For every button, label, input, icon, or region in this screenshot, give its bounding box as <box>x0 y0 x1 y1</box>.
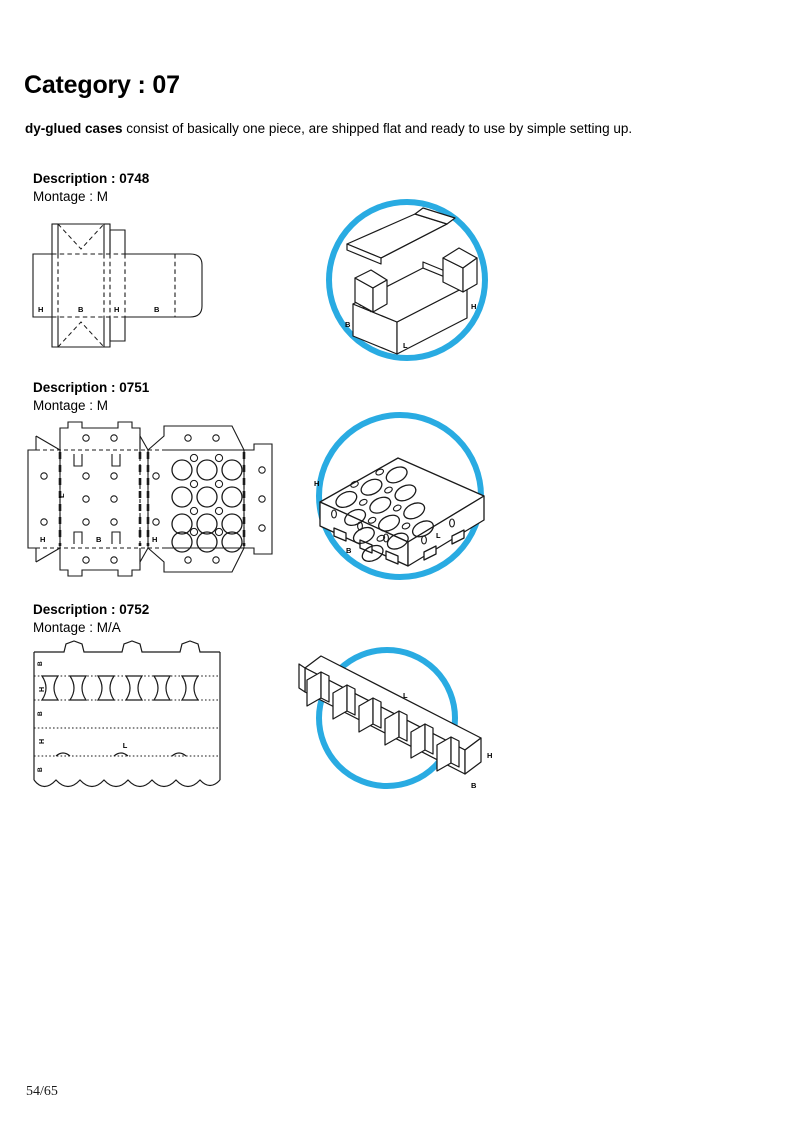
dimension-label-B: B <box>96 535 102 544</box>
tray-with-hinged-lid-dieline: H B H B <box>30 212 220 357</box>
description-label: Description : 0748 <box>33 171 150 186</box>
dimension-label-H-1: H <box>40 535 45 544</box>
dimension-label-B-1: B <box>37 661 44 666</box>
dimension-label-B: B <box>471 781 477 790</box>
dimension-label-H-2: H <box>114 305 119 314</box>
montage-label: Montage : M <box>33 189 109 205</box>
intro-bold-term: dy-glued cases <box>25 121 123 136</box>
description-label: Description : 0752 <box>33 602 150 617</box>
dimension-label-L: L <box>436 531 441 540</box>
dimension-label-H-2: H <box>39 739 46 744</box>
dimension-label-B-1: B <box>78 305 84 314</box>
section-0751-heading: Description : 0751 Montage : M <box>33 379 149 415</box>
dimension-label-L: L <box>57 493 66 498</box>
intro-rest-text: consist of basically one piece, are ship… <box>122 121 633 136</box>
open-box-with-lid-illustration: B L H <box>325 196 500 366</box>
dimension-label-H: H <box>487 751 492 760</box>
dimension-label-B: B <box>345 320 351 329</box>
section-0748-heading: Description : 0748 Montage : M <box>33 170 149 206</box>
montage-label: Montage : M <box>33 398 109 414</box>
dimension-label-H: H <box>471 302 476 311</box>
dimension-label-H-2: H <box>152 535 157 544</box>
intro-paragraph: dy-glued cases consist of basically one … <box>25 121 632 138</box>
accent-circle <box>326 199 488 361</box>
montage-label: Montage : M/A <box>33 620 121 636</box>
partition-divider-illustration: L H B <box>285 632 510 812</box>
dimension-label-H: H <box>314 479 319 488</box>
section-0752-heading: Description : 0752 Montage : M/A <box>33 601 149 637</box>
dimension-label-B-2: B <box>154 305 160 314</box>
perforated-tray-illustration: B L H <box>312 410 492 586</box>
dimension-label-L: L <box>403 691 408 700</box>
perforated-tray-dieline: L H B H <box>26 418 278 580</box>
dimension-label-L: L <box>123 741 128 750</box>
partition-divider-dieline: B H B H B L <box>30 638 230 798</box>
dimension-label-B-3: B <box>37 767 44 772</box>
dimension-label-H-1: H <box>38 305 43 314</box>
dimension-label-L: L <box>403 341 408 350</box>
dimension-label-B: B <box>346 546 352 555</box>
page-title: Category : 07 <box>24 71 180 99</box>
dimension-label-H-1: H <box>39 687 46 692</box>
accent-circle <box>316 647 458 789</box>
page-number: 54/65 <box>26 1084 58 1099</box>
description-label: Description : 0751 <box>33 380 150 395</box>
dimension-label-B-2: B <box>37 711 44 716</box>
